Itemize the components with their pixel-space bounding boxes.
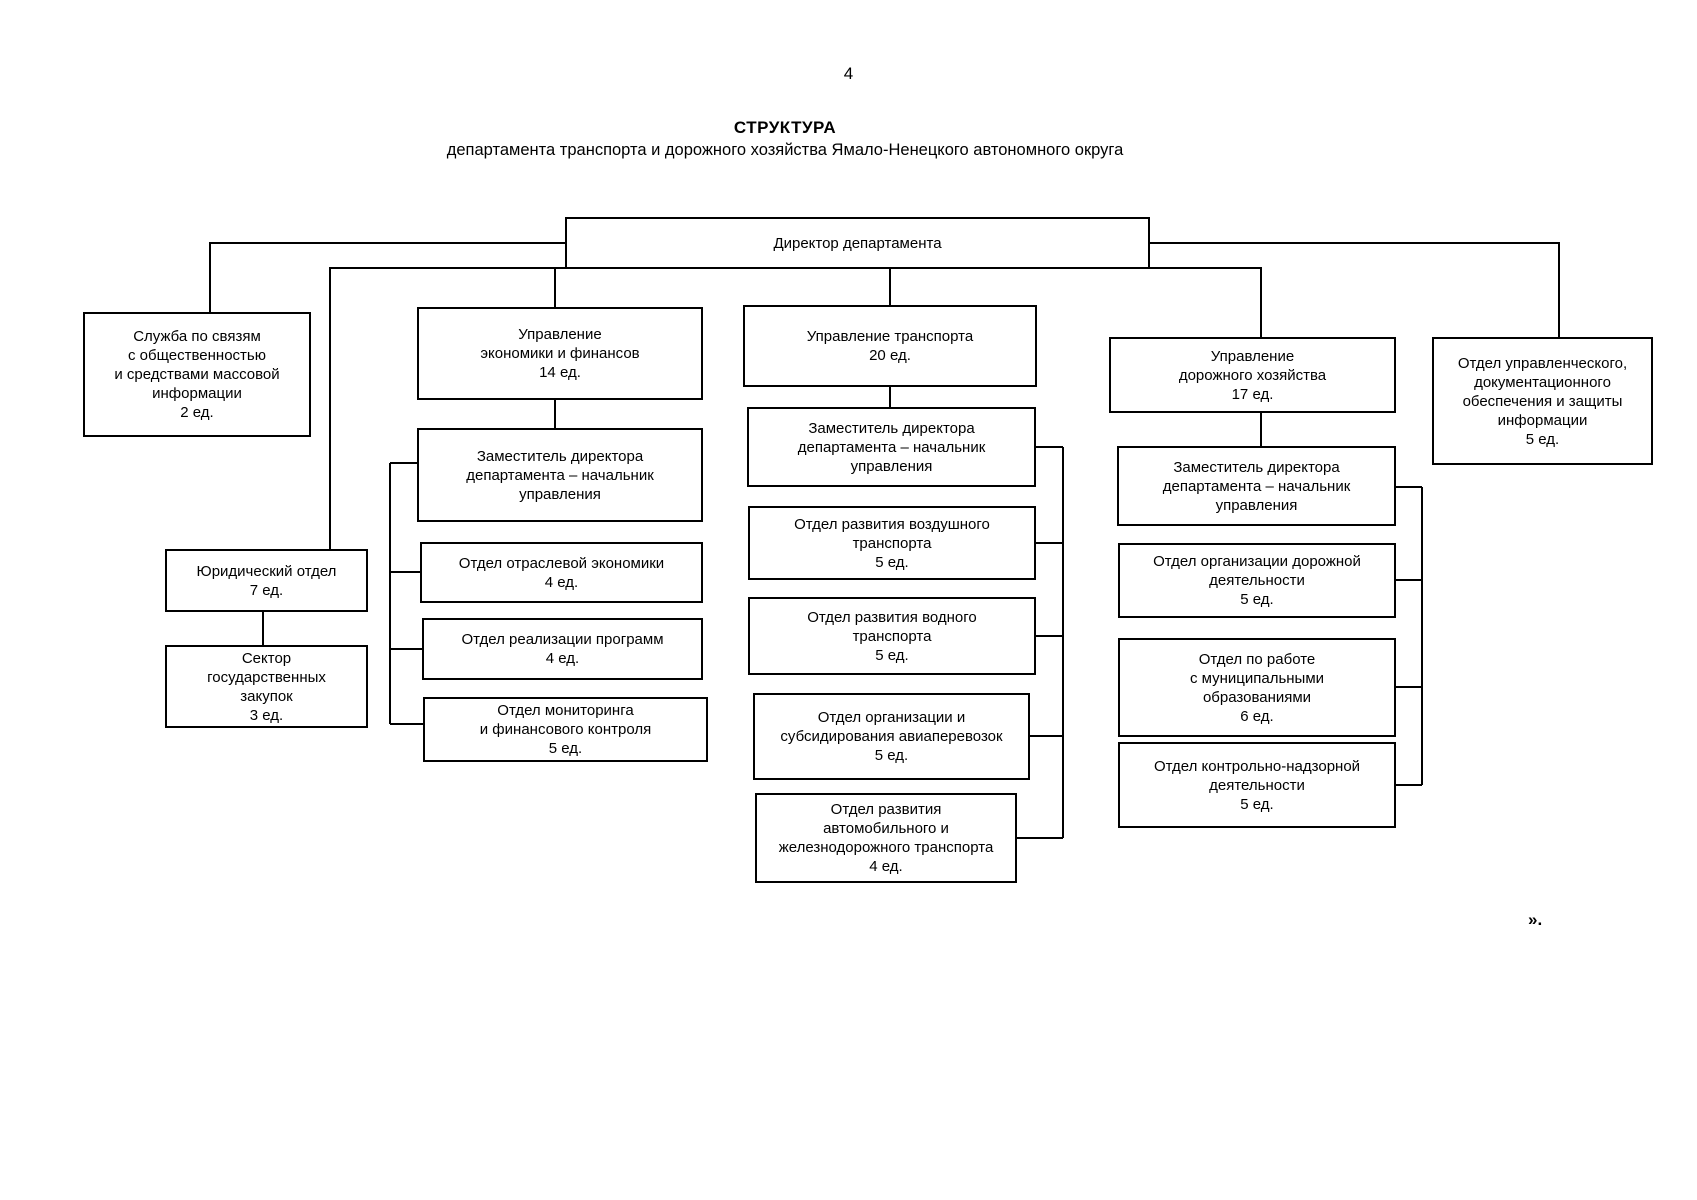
doc-title: СТРУКТУРА	[733, 118, 837, 137]
box-line: 5 ед.	[874, 747, 909, 764]
box-line: департамента – начальник	[466, 466, 654, 484]
box-line: 5 ед.	[1240, 591, 1274, 608]
box-line: автомобильного и	[823, 820, 949, 837]
org-box-water-transport: Отдел развития водного транспорта 5 ед.	[748, 597, 1036, 675]
box-line: Отдел организации дорожной	[1153, 553, 1361, 570]
box-line: субсидирования авиаперевозок	[780, 728, 1003, 745]
box-line: департамента – начальник	[1162, 477, 1351, 495]
org-box-avia-subsidies: Отдел организации и субсидирования авиап…	[753, 693, 1030, 780]
doc-subtitle: департамента транспорта и дорожного хозя…	[446, 141, 1124, 159]
box-line: и средствами массовой	[114, 366, 280, 383]
title-block: СТРУКТУРА департамента транспорта и доро…	[0, 118, 1570, 160]
box-line: Служба по связям	[133, 328, 261, 345]
box-line: транспорта	[852, 534, 932, 552]
box-line: Юридический отдел	[196, 562, 337, 580]
org-box-road-municipal: Отдел по работе с муниципальными образов…	[1118, 638, 1396, 737]
org-box-director: Директор департамента	[565, 217, 1150, 269]
box-line: Отдел развития	[830, 801, 942, 818]
box-line: закупок	[240, 687, 293, 705]
box-line: Отдел развития воздушного	[794, 515, 990, 533]
box-line: 6 ед.	[1240, 707, 1274, 725]
box-line: транспорта	[852, 627, 932, 645]
org-box-road-deputy: Заместитель директора департамента – нач…	[1117, 446, 1396, 526]
box-line: Отдел контрольно-надзорной	[1153, 757, 1361, 775]
org-box-road-control: Отдел контрольно-надзорной деятельности …	[1118, 742, 1396, 828]
org-box-air-transport: Отдел развития воздушного транспорта 5 е…	[748, 506, 1036, 580]
box-line: Отдел реализации программ	[461, 631, 664, 648]
box-line: дорожного хозяйства	[1178, 366, 1327, 384]
org-box-econ-sector: Отдел отраслевой экономики 4 ед.	[420, 542, 703, 603]
box-line: Заместитель директора	[808, 419, 975, 437]
org-box-legal: Юридический отдел 7 ед.	[165, 549, 368, 612]
org-box-econ-programs: Отдел реализации программ 4 ед.	[422, 618, 703, 680]
box-line: Отдел организации и	[817, 709, 966, 726]
box-line: управления	[850, 457, 933, 475]
org-box-doc-dept: Отдел управленческого, документационного…	[1432, 337, 1653, 465]
box-line: деятельности	[1209, 776, 1305, 794]
box-line: документационного	[1474, 373, 1611, 391]
box-line: экономики и финансов	[480, 345, 640, 362]
box-line: 4 ед.	[545, 650, 580, 667]
box-line: Отдел мониторинга	[497, 702, 634, 719]
org-box-pr-service: Служба по связям с общественностью и сре…	[83, 312, 311, 437]
box-line: 20 ед.	[869, 347, 911, 364]
box-line: с общественностью	[128, 347, 266, 364]
closing-quote-mark: ».	[1528, 910, 1543, 929]
box-line: 2 ед.	[180, 404, 214, 421]
org-box-transport-deputy: Заместитель директора департамента – нач…	[747, 407, 1036, 487]
box-line: департамента – начальник	[797, 438, 986, 456]
org-box-econ-monitoring: Отдел мониторинга и финансового контроля…	[423, 697, 708, 762]
box-line: 4 ед.	[544, 573, 579, 591]
org-box-econ-deputy: Заместитель директора департамента – нач…	[417, 428, 703, 522]
box-line: информации	[1497, 411, 1588, 429]
box-line: 7 ед.	[249, 581, 284, 599]
box-line: Отдел по работе	[1198, 650, 1316, 668]
org-box-transport: Управление транспорта 20 ед.	[743, 305, 1037, 387]
box-line: и финансового контроля	[479, 721, 652, 738]
box-line: с муниципальными	[1189, 669, 1325, 687]
box-line: образованиями	[1202, 688, 1312, 706]
org-box-procurement: Сектор государственных закупок 3 ед.	[165, 645, 368, 728]
box-line: 5 ед.	[548, 740, 583, 757]
box-line: 5 ед.	[1525, 430, 1560, 448]
box-line: Управление	[518, 326, 602, 343]
box-line: 17 ед.	[1231, 385, 1274, 403]
box-line: Заместитель директора	[476, 447, 644, 465]
box-line: 5 ед.	[1240, 795, 1274, 813]
box-line: 5 ед.	[875, 646, 909, 664]
box-line: Отдел отраслевой экономики	[458, 554, 665, 572]
box-line: Заместитель директора	[1173, 458, 1340, 476]
org-box-auto-rail-transport: Отдел развития автомобильного и железнод…	[755, 793, 1017, 883]
box-line: управления	[1215, 496, 1298, 514]
box-line: 3 ед.	[249, 706, 284, 724]
org-box-road: Управление дорожного хозяйства 17 ед.	[1109, 337, 1396, 413]
box-line: Сектор	[241, 649, 292, 667]
box-line: Директор департамента	[773, 234, 942, 252]
box-line: информации	[152, 385, 242, 402]
box-line: Отдел развития водного	[807, 608, 977, 626]
box-line: Управление	[1210, 347, 1295, 365]
box-line: Управление транспорта	[806, 328, 974, 345]
box-line: 4 ед.	[869, 858, 903, 875]
box-line: деятельности	[1209, 572, 1305, 589]
box-line: железнодорожного транспорта	[778, 839, 994, 856]
box-line: государственных	[207, 668, 326, 686]
box-line: 14 ед.	[539, 364, 581, 381]
box-line: 5 ед.	[875, 553, 909, 571]
box-line: управления	[519, 485, 601, 503]
box-line: обеспечения и защиты	[1462, 392, 1623, 410]
org-box-road-org: Отдел организации дорожной деятельности …	[1118, 543, 1396, 618]
page-number: 4	[843, 64, 854, 83]
box-line: Отдел управленческого,	[1457, 354, 1628, 372]
org-box-econ: Управление экономики и финансов 14 ед.	[417, 307, 703, 400]
